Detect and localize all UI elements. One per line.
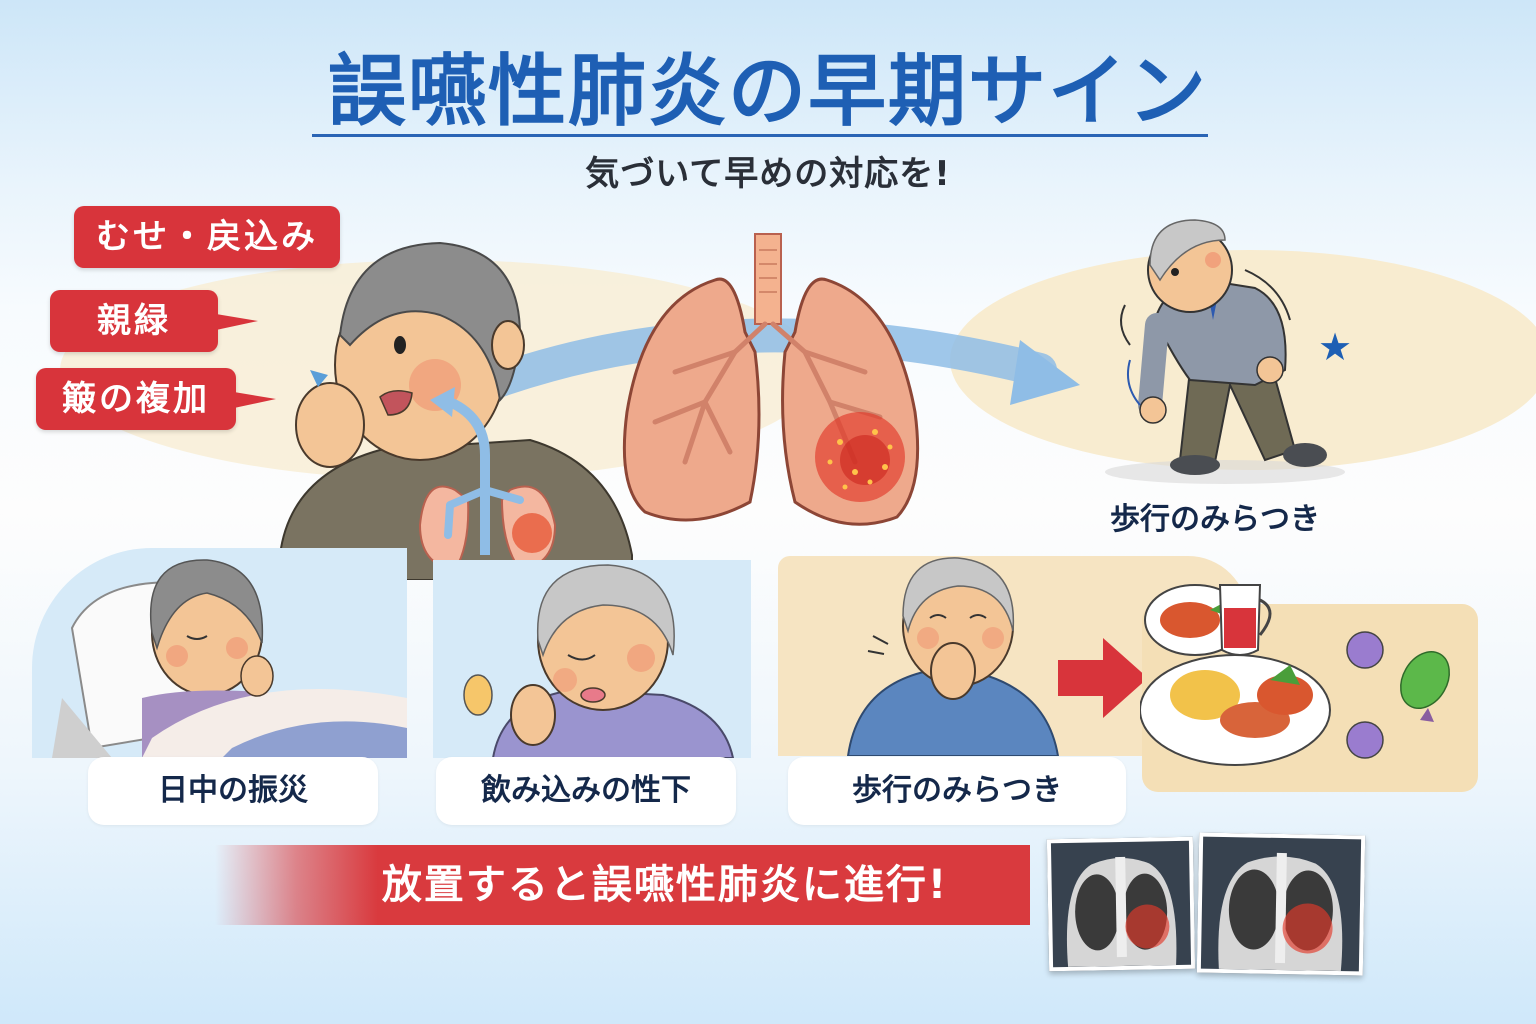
callout-choking: むせ・戻込み: [74, 206, 340, 268]
sleeping-woman-illustration: [52, 559, 407, 758]
lungs-icon: [622, 233, 920, 526]
warning-banner: [215, 845, 1030, 925]
callout-tail: [234, 392, 276, 408]
callout-label: 親緑: [97, 301, 171, 341]
title-divider: [312, 134, 1208, 137]
panel-caption: 日中の振災: [158, 773, 308, 808]
coughing-elderly-man-illustration: [846, 557, 1060, 756]
meal-illustration: [1140, 584, 1450, 766]
callout-label: むせ・戻込み: [96, 217, 318, 257]
page-subtitle: 気づいて早めの対応を!: [585, 154, 951, 194]
coughing-man-illustration: [279, 241, 633, 580]
page-title: 誤嚥性肺炎の早期サイン: [327, 47, 1208, 137]
panel-caption: 飲み込みの性下: [481, 773, 691, 808]
dozing-woman-illustration: [463, 564, 735, 758]
chest-xray-icon: [1196, 832, 1366, 976]
arrow-right-icon: [1058, 638, 1148, 722]
panel-caption-card: 日中の振災: [88, 757, 378, 825]
panel-caption-card: 飲み込みの性下: [436, 757, 736, 825]
chest-xray-icon: [1046, 836, 1196, 972]
star-icon: ★: [1318, 325, 1353, 369]
panel-caption-card: 歩行のみらつき: [788, 757, 1126, 825]
callout-symptom-3: 簸の複加: [36, 368, 276, 430]
panel-daytime-drowsiness: [32, 548, 407, 758]
panel-caption: 歩行のみらつき: [852, 773, 1062, 808]
callout-tail: [216, 314, 258, 330]
right-figure-caption: 歩行のみらつき: [1110, 502, 1320, 537]
unsteady-walking-man-illustration: [1105, 219, 1345, 484]
warning-banner-text: 放置すると誤嚥性肺炎に進行!: [381, 862, 949, 908]
callout-label: 簸の複加: [62, 379, 210, 419]
callout-symptom-2: 親緑: [50, 290, 258, 352]
panel-swallowing-decline: [433, 560, 751, 758]
